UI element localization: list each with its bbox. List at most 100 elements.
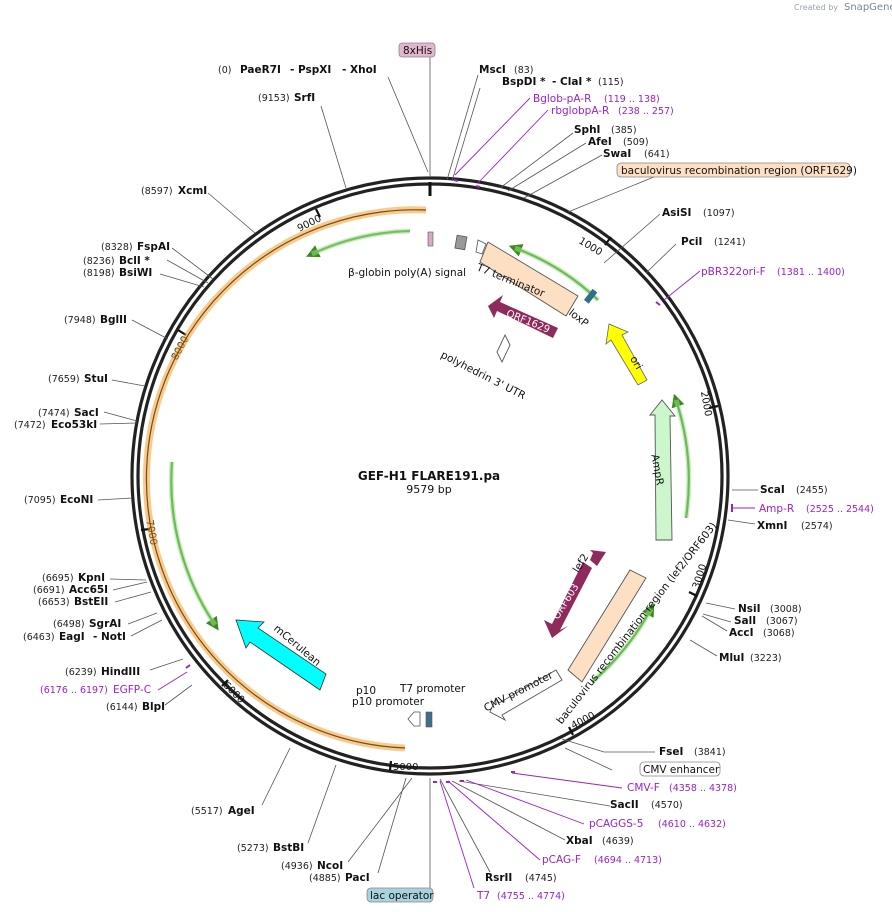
site-fsei-pos: (3841) [694,747,726,758]
t7-promoter-label: T7 promoter [399,683,466,695]
site-acc65i-name: Acc65I [69,584,108,596]
site-xbai-name: XbaI [566,835,593,847]
site-sacii-name: SacII [610,799,639,811]
site-pspxi-name: - PspXI [290,64,331,76]
site-xmni-name: XmnI [757,520,787,532]
plasmid-name: GEF-H1 FLARE191.pa [358,469,500,483]
orf1629-label: ORF1629 [505,308,552,335]
baculo-region-2-label: baculovirus recombination region (lef2/O… [554,520,719,726]
lac-label: lac operator [370,890,434,902]
site-mlui-name: MluI [719,652,744,664]
site-bglii-name: BglII [100,314,127,326]
site-swai-pos: (641) [644,149,670,160]
his-label: 8xHis [403,45,432,57]
cmv-promoter-arrow [489,669,563,722]
baculo-region-2-shape [567,569,647,683]
enzyme-leader-lines [97,74,758,874]
site-bspdi-pos: (115) [598,77,624,88]
site-scai-name: ScaI [760,484,785,496]
site-eagi-name: EagI [59,631,85,643]
site-sphi-name: SphI [574,124,600,136]
site-sali-pos: (3067) [766,616,798,627]
primer-cmvf-range: (4358 .. 4378) [669,783,737,794]
site-msci-pos: (83) [514,65,534,76]
site-ncoi-name: NcoI [317,860,343,872]
site-kpni-name: KpnI [78,572,105,584]
site-acci-name: AccI [729,627,753,639]
site-bsiwi-name: BsiWI [119,267,152,279]
cmv-enhancer-box: CMV enhancer [639,761,721,777]
cmv-promoter-label: CMV promoter [482,669,555,714]
ampr-label: AmpR [648,453,665,486]
site-afei-name: AfeI [588,136,612,148]
site-xcmi-pos: (8597) [141,186,173,197]
site-econi-name: EcoNI [60,494,93,506]
site-stui-pos: (7659) [48,374,80,385]
site-xbai-pos: (4639) [602,836,634,847]
tick-label-2000: 2000 [698,390,713,417]
p10-arrow [407,711,421,727]
primer-pcaggs5-name: pCAGGS-5 [589,818,643,830]
t7-promoter-shape [425,711,433,728]
primer-cmvf-name: CMV-F [627,782,660,794]
primer-egfpc-range: (6176 .. 6197) [40,685,108,696]
site-clai-name: - ClaI * [552,76,592,88]
p10-label: p10 promoter [352,696,425,708]
p10-label-line1: p10 [356,685,376,697]
site-sgrai-name: SgrAI [89,618,121,630]
site-eco53ki-name: Eco53kI [51,419,97,431]
site-kpni-pos: (6695) [42,573,74,584]
site-bsteii-name: BstEII [74,596,108,608]
polyhedrin-shape [496,333,511,364]
site-econi-pos: (7095) [24,495,56,506]
his-tag-shape [427,231,434,247]
site-paci-name: PacI [345,872,370,884]
orf603-arrow [544,562,592,638]
site-acc65i-pos: (6691) [33,585,65,596]
primer-pcagf-range: (4694 .. 4713) [594,855,662,866]
site-blpi-name: BlpI [142,701,165,713]
bglobin-label: β-globin poly(A) signal [348,267,466,279]
site-pcii-name: PciI [681,236,702,248]
site-xmni-pos: (2574) [801,521,833,532]
primer-egfpc-name: EGFP-C [113,684,151,696]
site-nsii-name: NsiI [738,603,761,615]
watermark-created-by: Created by [794,3,838,12]
primer-rbglob-name: rbglobpA-R [551,105,609,117]
primer-t7-range: (4755 .. 4774) [497,891,565,902]
primer-leader-lines [157,97,755,889]
site-mlui-pos: (3223) [750,653,782,664]
site-hindiii-pos: (6239) [65,667,97,678]
site-bcli-name: BclI * [119,255,150,267]
primer-pbr322-range: (1381 .. 1400) [777,267,845,278]
site-paer7i-pos: (0) [218,65,231,76]
site-bstbi-pos: (5273) [237,843,269,854]
tick-label-5000: 5000 [393,762,418,773]
backbone-outer-ring [130,176,730,776]
primer-bglob-name: Bglob-pA-R [533,93,591,105]
site-xhoi-name: - XhoI [342,64,377,76]
snapgene-watermark: Created by SnapGene [794,2,892,13]
primer-bglob-range: (119 .. 138) [604,94,660,105]
site-bspdi-name: BspDI * [502,76,546,88]
site-fspai-name: FspAI [137,241,170,253]
site-bglii-pos: (7948) [64,315,96,326]
baculo-region-1-shape [479,241,579,317]
primer-ampr-name: Amp-R [759,503,794,515]
site-fsei-name: FseI [659,746,683,758]
site-blpi-pos: (6144) [106,702,138,713]
primer-pbr322-name: pBR322ori-F [701,266,766,278]
site-noti-name: - NotI [93,631,126,643]
polyhedrin-label: polyhedrin 3' UTR [439,349,528,402]
loxp-shape [583,288,598,304]
site-eagi-pos: (6463) [23,632,55,643]
site-asisi-pos: (1097) [703,208,735,219]
site-rsrii-name: RsrII [485,872,512,884]
orange-region-arc-line [145,209,427,749]
site-sali-name: SalI [734,615,756,627]
baculo-leader [567,171,667,213]
site-ncoi-pos: (4936) [281,861,313,872]
plasmid-size: 9579 bp [406,483,451,496]
site-agei-name: AgeI [228,805,255,817]
